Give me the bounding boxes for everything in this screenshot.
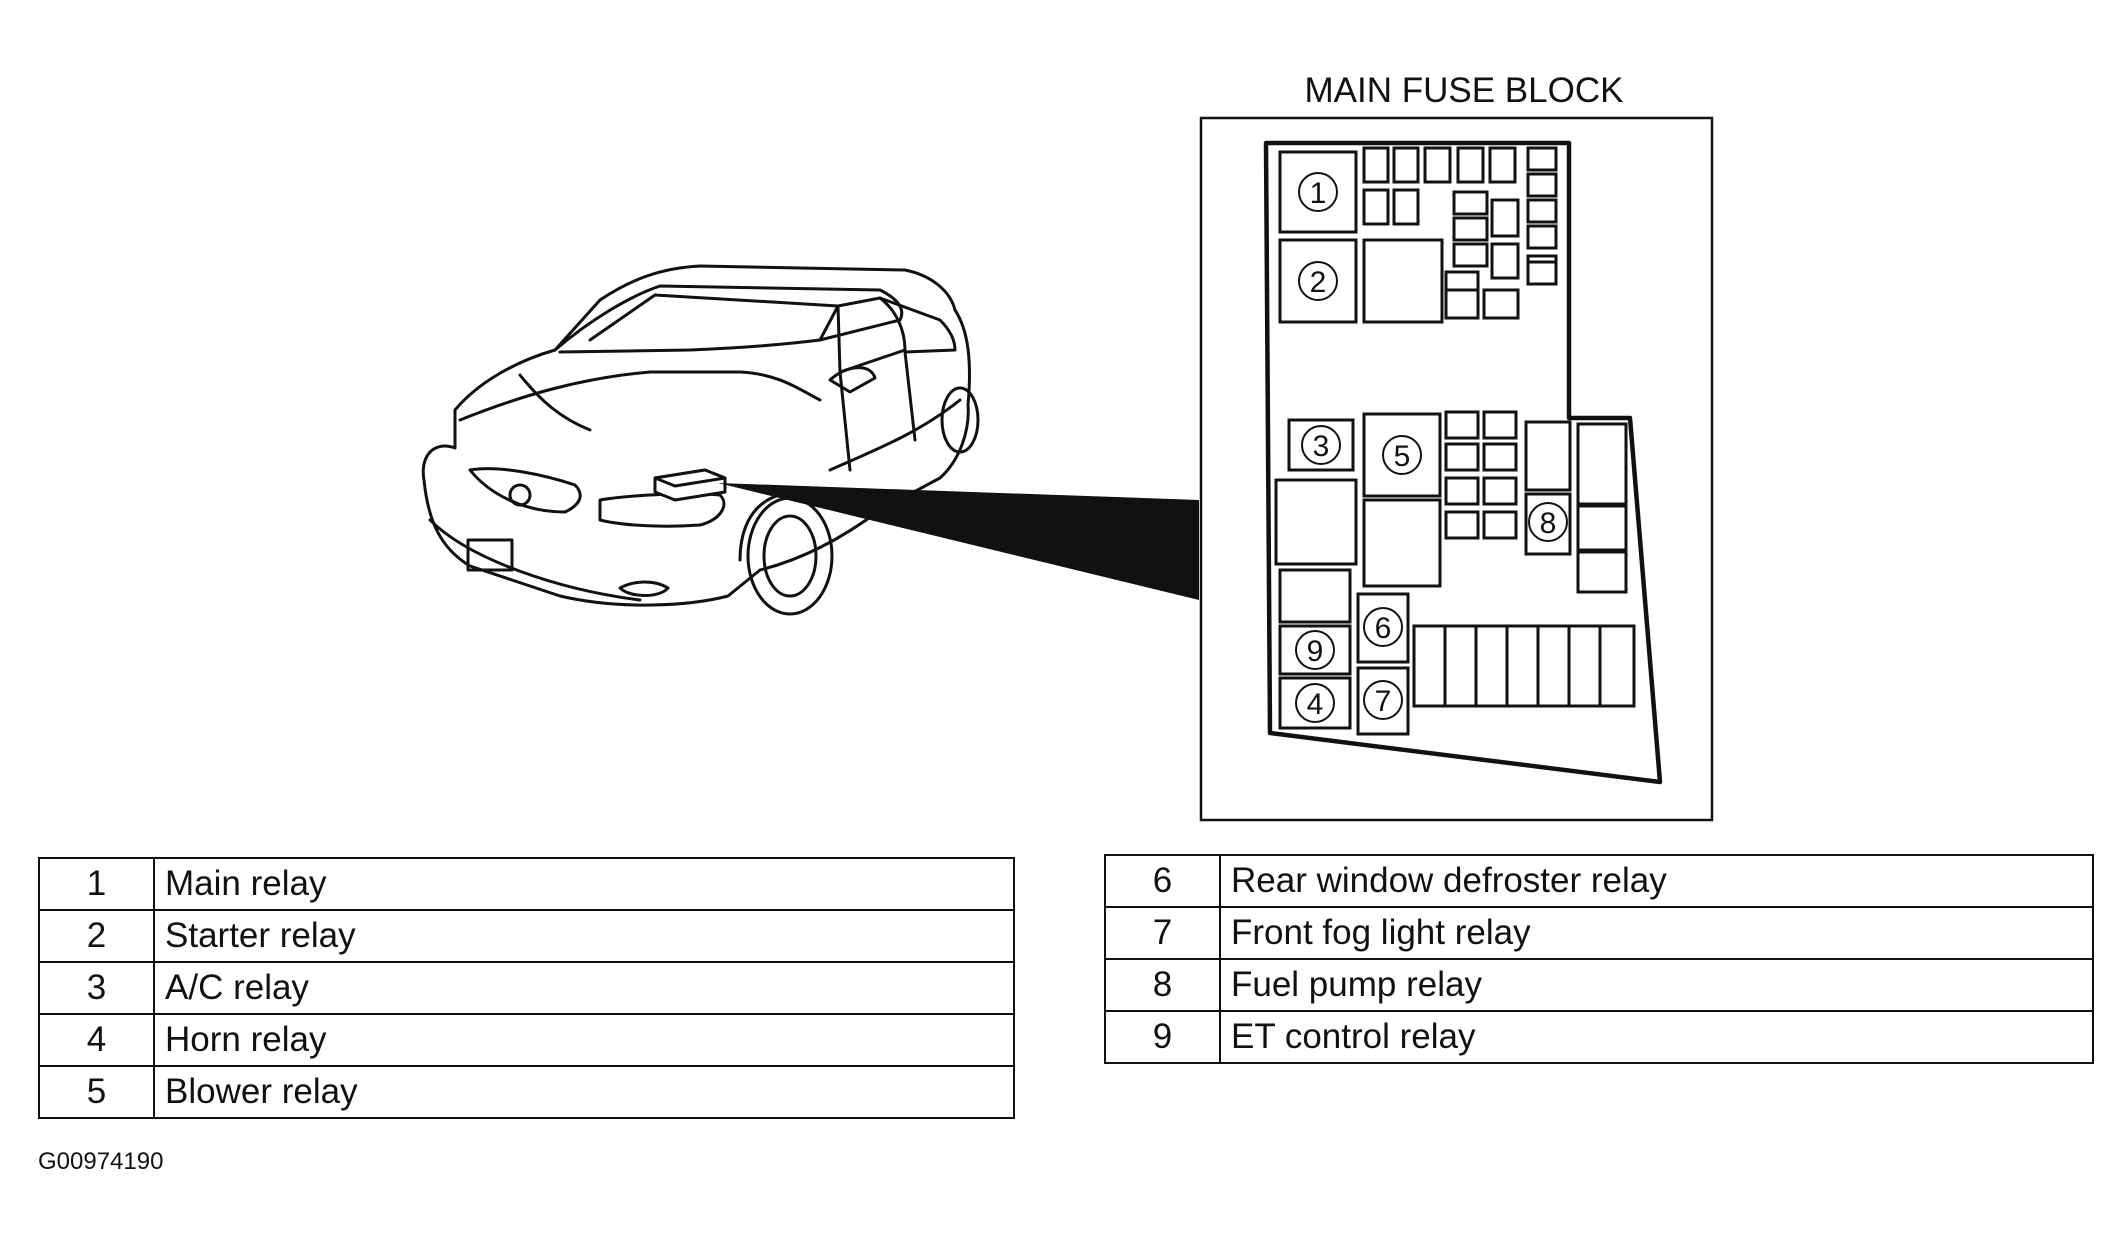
legend-label: Starter relay (153, 909, 1015, 963)
legend-label: Fuel pump relay (1219, 958, 2094, 1012)
legend-number: 3 (38, 961, 155, 1015)
relay-marker-6-label: 6 (1375, 612, 1392, 645)
legend-number: 5 (38, 1065, 155, 1119)
legend-number: 6 (1104, 854, 1221, 908)
legend-label: Front fog light relay (1219, 906, 2094, 960)
figure-id: G00974190 (38, 1148, 164, 1175)
legend-label: ET control relay (1219, 1010, 2094, 1064)
relay-marker-5-label: 5 (1394, 440, 1411, 473)
legend-label: A/C relay (153, 961, 1015, 1015)
legend-number: 7 (1104, 906, 1221, 960)
legend-table-left: 1 Main relay 2 Starter relay 3 A/C relay… (38, 857, 1015, 1119)
legend-number: 2 (38, 909, 155, 963)
legend-table-right: 6 Rear window defroster relay 7 Front fo… (1104, 854, 2094, 1064)
relay-marker-3: 3 (1301, 425, 1341, 465)
legend-number: 4 (38, 1013, 155, 1067)
relay-marker-1-label: 1 (1310, 177, 1327, 210)
relay-marker-2: 2 (1298, 261, 1338, 301)
relay-markers: 1 2 3 4 5 6 7 8 9 (1295, 172, 1568, 723)
fuse-block-title: MAIN FUSE BLOCK (1305, 71, 1624, 110)
legend-row: 9 ET control relay (1104, 1010, 2094, 1064)
relay-marker-4-label: 4 (1307, 688, 1324, 721)
relay-marker-1: 1 (1298, 172, 1338, 212)
relay-marker-7-label: 7 (1375, 685, 1392, 718)
car-illustration (421, 264, 980, 616)
legend-number: 8 (1104, 958, 1221, 1012)
legend-row: 5 Blower relay (38, 1065, 1015, 1119)
fuse-block-components (1274, 146, 1636, 736)
legend-label: Horn relay (153, 1013, 1015, 1067)
legend-number: 9 (1104, 1010, 1221, 1064)
legend-row: 6 Rear window defroster relay (1104, 854, 2094, 908)
legend-row: 8 Fuel pump relay (1104, 958, 2094, 1012)
relay-marker-5: 5 (1382, 435, 1422, 475)
relay-marker-7: 7 (1363, 680, 1403, 720)
legend-row: 1 Main relay (38, 857, 1015, 911)
legend-row: 7 Front fog light relay (1104, 906, 2094, 960)
relay-marker-2-label: 2 (1310, 266, 1327, 299)
legend-label: Blower relay (153, 1065, 1015, 1119)
relay-marker-8-label: 8 (1540, 507, 1557, 540)
legend-number: 1 (38, 857, 155, 911)
legend-row: 3 A/C relay (38, 961, 1015, 1015)
relay-marker-9-label: 9 (1307, 635, 1324, 668)
legend-row: 4 Horn relay (38, 1013, 1015, 1067)
legend-label: Rear window defroster relay (1219, 854, 2094, 908)
callout-beam (718, 483, 1199, 600)
relay-marker-9: 9 (1295, 630, 1335, 670)
relay-marker-6: 6 (1363, 607, 1403, 647)
relay-marker-3-label: 3 (1313, 430, 1330, 463)
legend-row: 2 Starter relay (38, 909, 1015, 963)
legend-label: Main relay (153, 857, 1015, 911)
relay-marker-8: 8 (1528, 502, 1568, 542)
relay-marker-4: 4 (1295, 683, 1335, 723)
